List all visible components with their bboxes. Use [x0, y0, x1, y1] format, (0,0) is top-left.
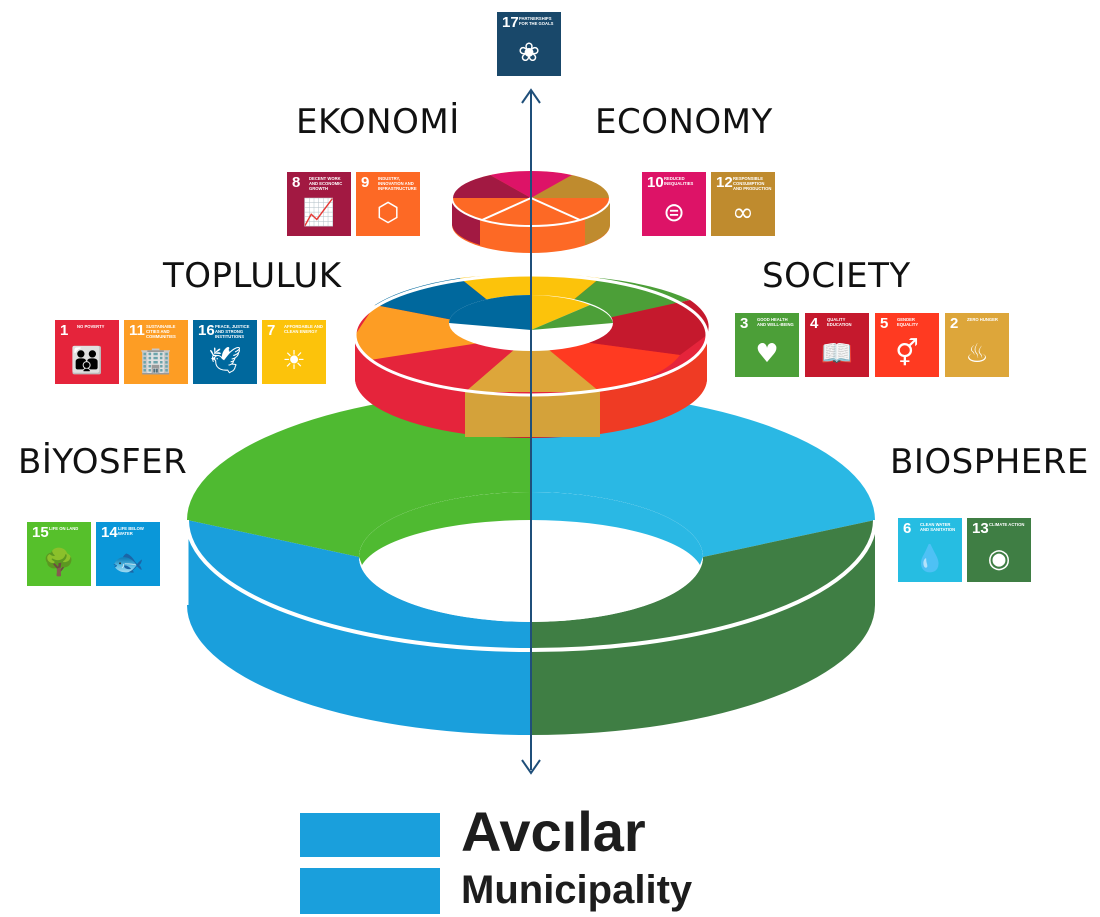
logo-name: Avcılar — [461, 800, 646, 863]
sdg-tile-12: 12 RESPONSIBLE CONSUMPTION AND PRODUCTIO… — [711, 172, 775, 236]
city-icon: 🏢 — [139, 346, 173, 376]
gender-icon: ⚥ — [895, 339, 919, 369]
sdg-tile-10: 10 REDUCED INEQUALITIES ⊜ — [642, 172, 706, 236]
sdg-tile-3: 3 GOOD HEALTH AND WELL-BEING ♥ — [735, 313, 799, 377]
sdg-number: 6 — [903, 520, 912, 537]
fish-icon: 🐟 — [111, 548, 145, 578]
sdg-tile-13: 13 CLIMATE ACTION ◉ — [967, 518, 1031, 582]
sdg-number: 11 — [129, 322, 145, 339]
cubes-icon: ⬡ — [376, 198, 400, 228]
sdg-number: 2 — [950, 315, 959, 332]
sdg-title: GOOD HEALTH AND WELL-BEING — [757, 317, 794, 327]
sdg-number: 3 — [740, 315, 749, 332]
family-icon: 👪 — [70, 346, 104, 376]
sdg-tile-14: 14 LIFE BELOW WATER 🐟 — [96, 522, 160, 586]
bowl-icon: ♨ — [965, 339, 989, 369]
sdg-tile-4: 4 QUALITY EDUCATION 📖 — [805, 313, 869, 377]
sdg-title: GENDER EQUALITY — [897, 317, 919, 327]
growth-chart-icon: 📈 — [302, 198, 336, 228]
label-economy: ECONOMY — [595, 102, 773, 142]
sdg-title: DECENT WORK AND ECONOMIC GROWTH — [309, 176, 343, 191]
sdg-tile-1: 1 NO POVERTY 👪 — [55, 320, 119, 384]
label-society: SOCIETY — [762, 256, 911, 296]
sdg-tile-11: 11 SUSTAINABLE CITIES AND COMMUNITIES 🏢 — [124, 320, 188, 384]
sdg-tile-8: 8 DECENT WORK AND ECONOMIC GROWTH 📈 — [287, 172, 351, 236]
sdg-title: LIFE BELOW WATER — [118, 526, 144, 536]
sdg-title: LIFE ON LAND — [49, 526, 79, 531]
sdg-tile-17: 17 PARTNERSHIPS FOR THE GOALS ❀ — [497, 12, 561, 76]
sdg-number: 4 — [810, 315, 819, 332]
sdg-number: 1 — [60, 322, 69, 339]
dove-icon: 🕊 — [208, 346, 242, 376]
label-ekonomi: EKONOMİ — [296, 102, 460, 142]
sdg-number: 17 — [502, 14, 519, 31]
sdg-number: 9 — [361, 174, 370, 191]
infinity-icon: ∞ — [732, 198, 754, 228]
sdg-title: QUALITY EDUCATION — [827, 317, 852, 327]
logo-bar-top — [300, 813, 440, 857]
sdg-title: NO POVERTY — [77, 324, 105, 329]
sdg-number: 10 — [647, 174, 664, 191]
book-icon: 📖 — [820, 339, 854, 369]
sdg-tile-7: 7 AFFORDABLE AND CLEAN ENERGY ☀ — [262, 320, 326, 384]
vertical-axis-arrow — [521, 88, 541, 775]
sdg-number: 7 — [267, 322, 276, 339]
sdg-number: 8 — [292, 174, 301, 191]
sdg-tile-6: 6 CLEAN WATER AND SANITATION 💧 — [898, 518, 962, 582]
heartbeat-icon: ♥ — [755, 339, 779, 369]
logo-subtitle: Municipality — [461, 868, 693, 912]
sdg-tile-9: 9 INDUSTRY, INNOVATION AND INFRASTRUCTUR… — [356, 172, 420, 236]
sdg-tile-15: 15 LIFE ON LAND 🌳 — [27, 522, 91, 586]
sdg-title: REDUCED INEQUALITIES — [664, 176, 694, 186]
sdg-number: 16 — [198, 322, 215, 339]
label-biosphere: BIOSPHERE — [890, 442, 1089, 482]
sdg-number: 5 — [880, 315, 889, 332]
sdg-title: CLIMATE ACTION — [989, 522, 1025, 527]
sdg-tile-2: 2 ZERO HUNGER ♨ — [945, 313, 1009, 377]
sdg-title: PEACE, JUSTICE AND STRONG INSTITUTIONS — [215, 324, 250, 339]
sdg-number: 13 — [972, 520, 989, 537]
sdg-title: ZERO HUNGER — [967, 317, 998, 322]
tree-icon: 🌳 — [42, 548, 76, 578]
sdg-title: PARTNERSHIPS FOR THE GOALS — [519, 16, 554, 26]
water-drop-icon: 💧 — [913, 544, 947, 574]
sdg-tile-5: 5 GENDER EQUALITY ⚥ — [875, 313, 939, 377]
label-topluluk: TOPLULUK — [163, 256, 342, 296]
sdg-title: AFFORDABLE AND CLEAN ENERGY — [284, 324, 323, 334]
sdg-number: 15 — [32, 524, 49, 541]
equals-circle-icon: ⊜ — [663, 198, 685, 228]
sdg-title: RESPONSIBLE CONSUMPTION AND PRODUCTION — [733, 176, 772, 191]
sdg-number: 12 — [716, 174, 733, 191]
sdg-title: CLEAN WATER AND SANITATION — [920, 522, 956, 532]
label-biyosfer: BİYOSFER — [18, 442, 188, 482]
sdg-title: INDUSTRY, INNOVATION AND INFRASTRUCTURE — [378, 176, 417, 191]
sdg-number: 14 — [101, 524, 118, 541]
partnership-flower-icon: ❀ — [518, 38, 540, 68]
sun-icon: ☀ — [282, 346, 306, 376]
eye-earth-icon: ◉ — [987, 544, 1011, 574]
sdg-title: SUSTAINABLE CITIES AND COMMUNITIES — [146, 324, 176, 339]
sdg-tile-16: 16 PEACE, JUSTICE AND STRONG INSTITUTION… — [193, 320, 257, 384]
logo-bar-bottom — [300, 868, 440, 914]
